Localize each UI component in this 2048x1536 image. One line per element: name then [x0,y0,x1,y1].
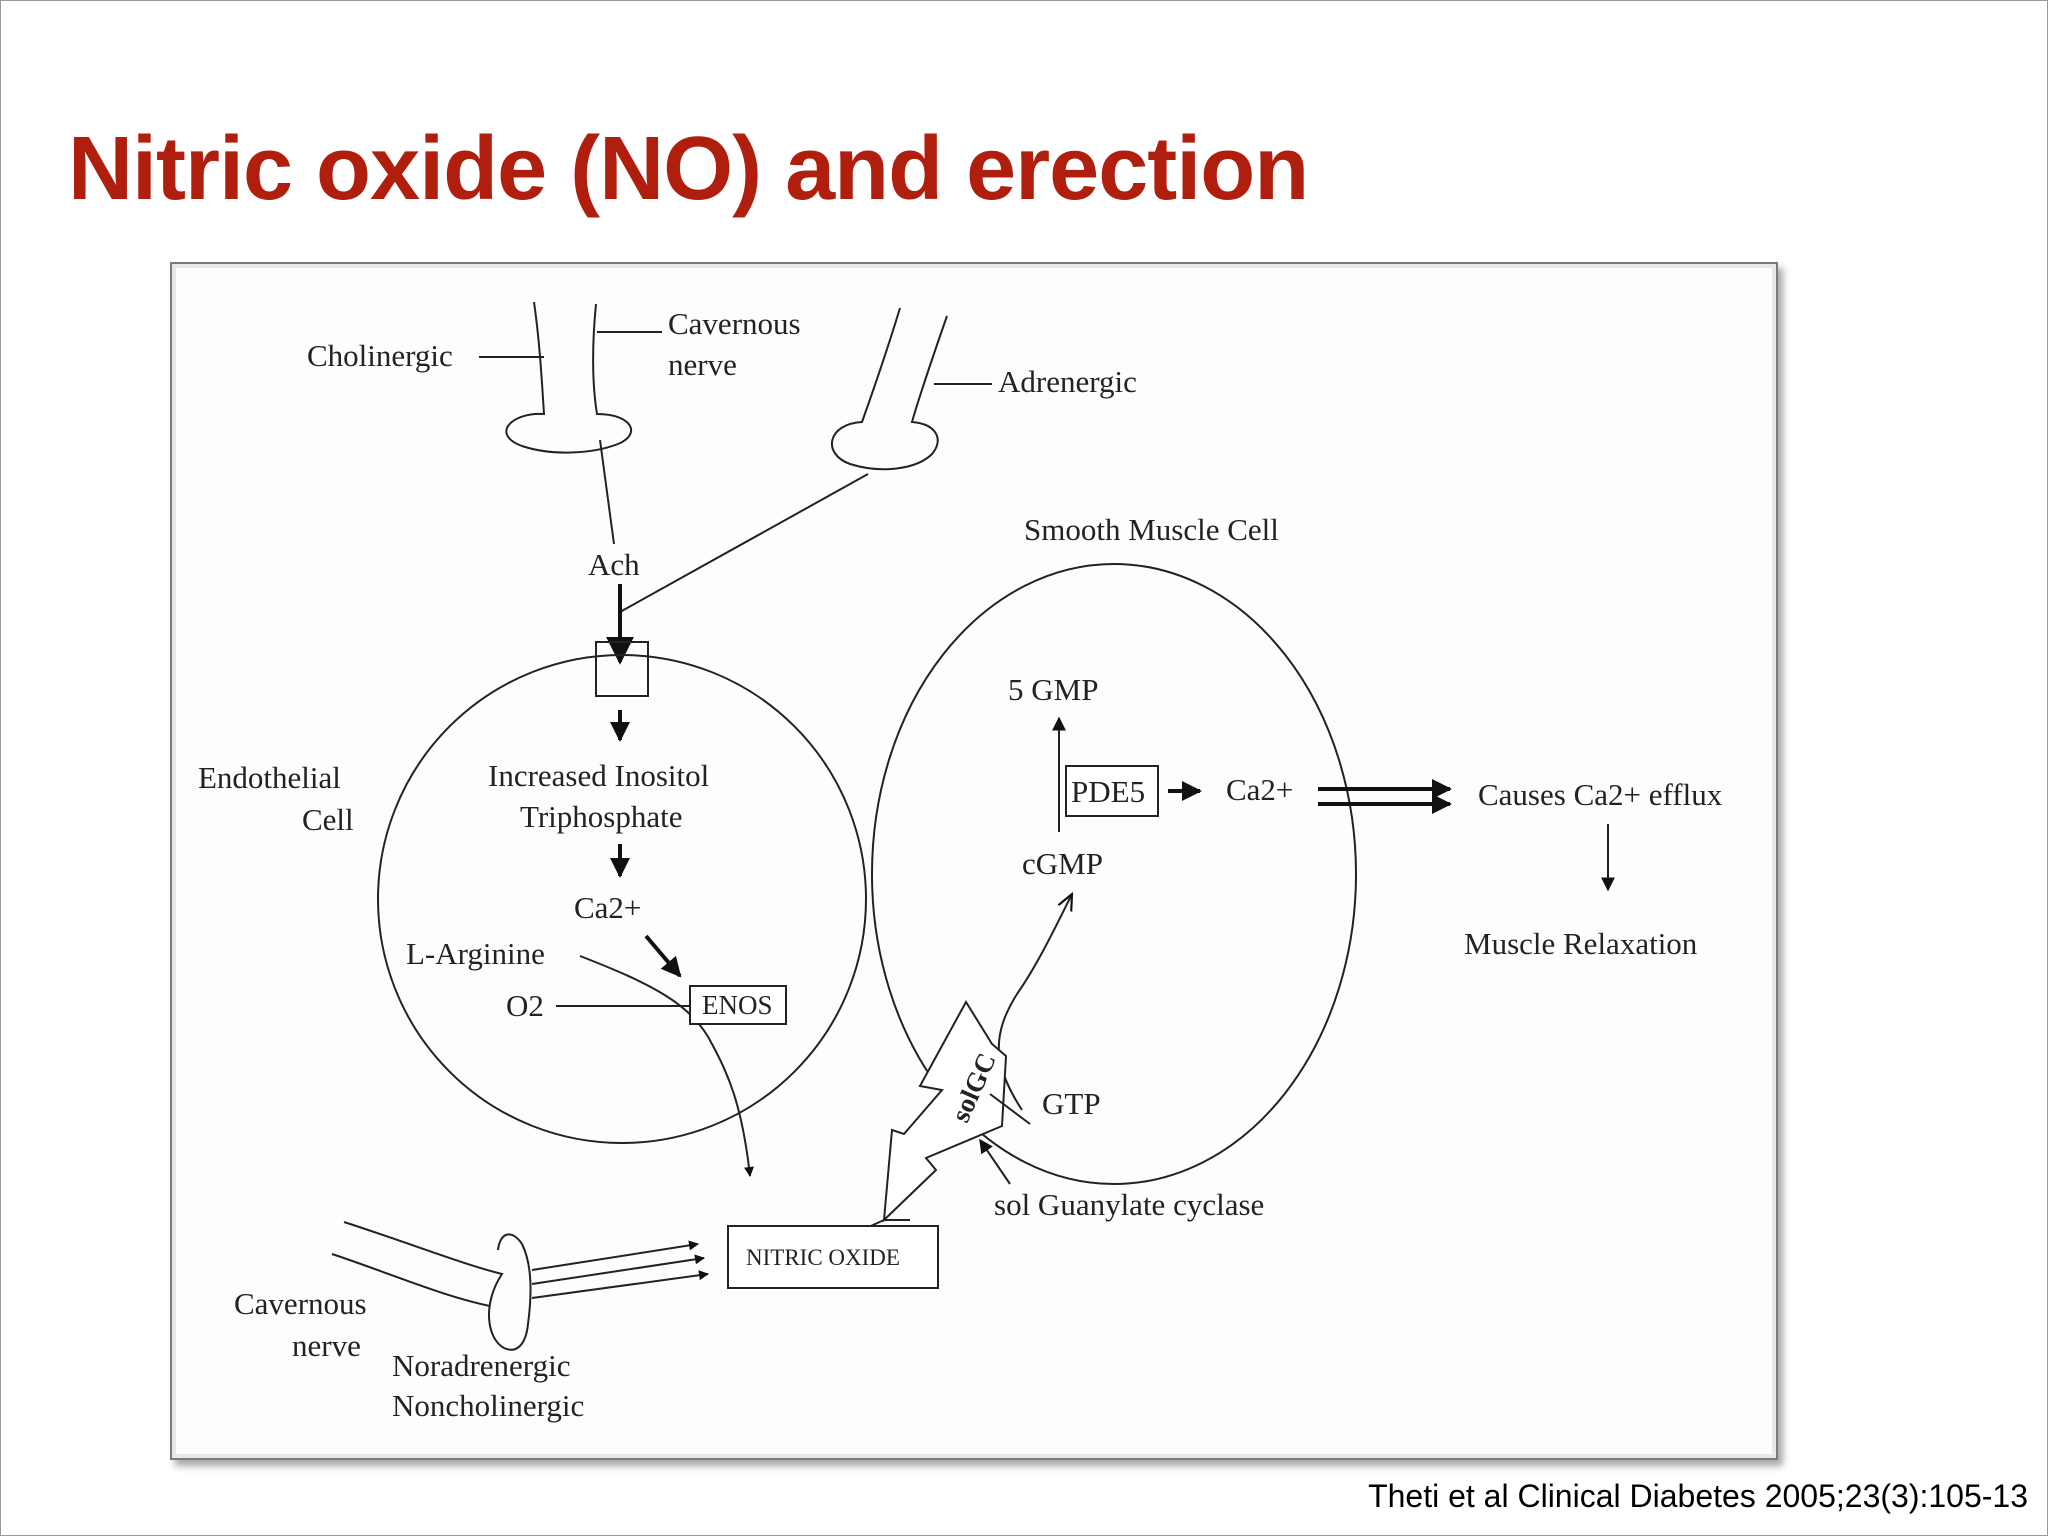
cavernous-bottom-label-2: nerve [292,1328,361,1363]
ca2-endothelial-label: Ca2+ [574,890,641,925]
nanc-no-arrow-1 [531,1240,699,1271]
solgc-receptor-arrow [882,1000,1008,1223]
sol-guanylate-label: sol Guanylate cyclase [994,1187,1264,1222]
o2-label: O2 [506,988,544,1023]
nanc-label-1: Noradrenergic [392,1348,570,1383]
nitric-oxide-box [727,1225,939,1289]
smooth-muscle-cell-membrane [871,563,1357,1185]
ip3-label-2: Triphosphate [520,799,682,834]
five-gmp-label: 5 GMP [1008,672,1098,707]
diagram-figure: Cholinergic Cavernous nerve Adrenergic A… [170,262,1778,1460]
pde5-label: PDE5 [1071,774,1145,809]
gtp-label: GTP [1042,1086,1101,1121]
nitric-oxide-label: NITRIC OXIDE [746,1245,900,1270]
adrenergic-label: Adrenergic [998,364,1137,399]
cholinergic-nerve-terminal [505,301,633,454]
adrenergic-to-receptor-line [619,473,869,613]
cavernous-bottom-label-1: Cavernous [234,1286,367,1321]
cavernous-top-label-2: nerve [668,347,737,382]
pathway-diagram: Cholinergic Cavernous nerve Adrenergic A… [198,301,1723,1423]
muscle-relaxation-label: Muscle Relaxation [1464,926,1698,961]
ach-release-line [599,439,615,545]
arrow-ca2-to-enos [644,934,682,978]
gtp-to-cgmp-curve [997,894,1072,1111]
receptor-box [595,641,649,697]
endothelial-label-1: Endothelial [198,760,341,795]
nanc-no-arrow-2 [531,1254,705,1285]
gtp-leader-line [989,1093,1031,1125]
l-arginine-label: L-Arginine [406,936,545,971]
nanc-no-arrow-3 [531,1270,709,1299]
enos-box [689,985,787,1025]
ip3-label-1: Increased Inositol [488,758,709,793]
smooth-muscle-cell-label: Smooth Muscle Cell [1024,512,1279,547]
pde5-box [1065,765,1159,817]
arginine-to-no-curve [579,955,754,1177]
guanylate-cyclase-arrow [979,1138,1011,1185]
slide-title: Nitric oxide (NO) and erection [68,119,1309,219]
enos-label: ENOS [702,990,773,1020]
nanc-nerve-terminal [331,1221,532,1351]
endothelial-cell-membrane [377,654,867,1144]
cgmp-label: cGMP [1022,846,1103,881]
cavernous-top-label-1: Cavernous [668,306,801,341]
adrenergic-nerve-terminal [831,307,948,471]
cholinergic-label: Cholinergic [307,338,453,373]
ca2-smooth-label: Ca2+ [1226,772,1293,807]
endothelial-label-2: Cell [302,802,354,837]
causes-efflux-label: Causes Ca2+ efflux [1478,777,1723,812]
citation: Theti et al Clinical Diabetes 2005;23(3)… [1368,1478,2028,1514]
nanc-label-2: Noncholinergic [392,1388,584,1423]
ach-label: Ach [588,547,640,582]
